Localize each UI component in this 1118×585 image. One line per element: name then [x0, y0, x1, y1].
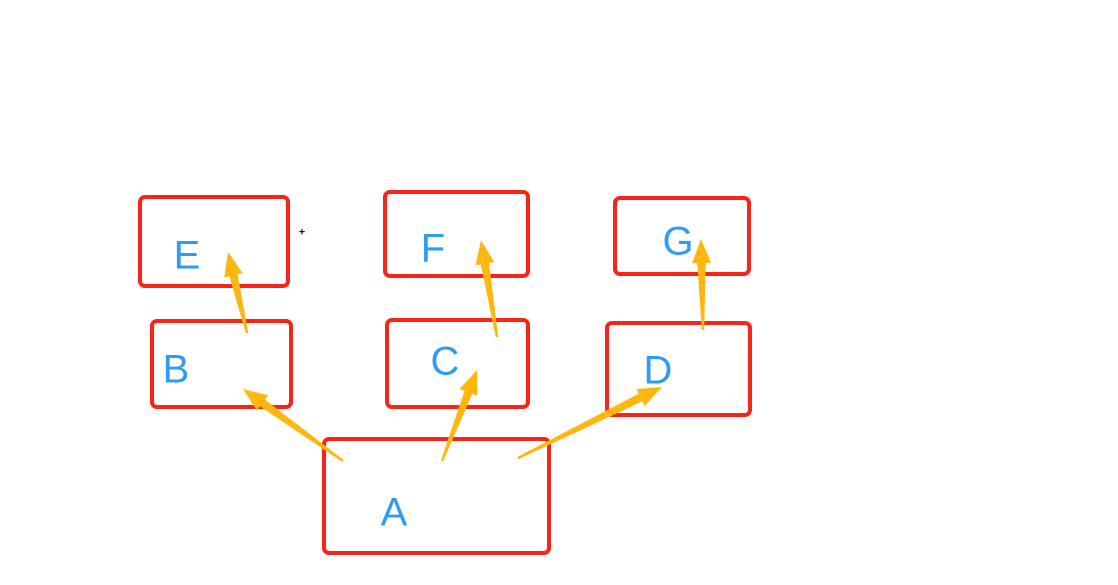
node-label-b: B — [162, 347, 190, 392]
cursor-cross-mark: + — [298, 226, 306, 239]
node-box-d — [605, 321, 752, 417]
node-label-e: E — [173, 233, 201, 278]
node-label-f: F — [420, 226, 446, 271]
node-label-c: C — [430, 339, 460, 384]
node-box-a — [322, 437, 551, 555]
node-box-e — [138, 195, 290, 288]
node-label-d: D — [643, 348, 673, 393]
node-box-b — [150, 319, 293, 409]
node-box-g — [613, 196, 751, 276]
node-label-g: G — [662, 219, 694, 264]
node-label-a: A — [380, 490, 408, 535]
node-box-f — [383, 190, 530, 278]
